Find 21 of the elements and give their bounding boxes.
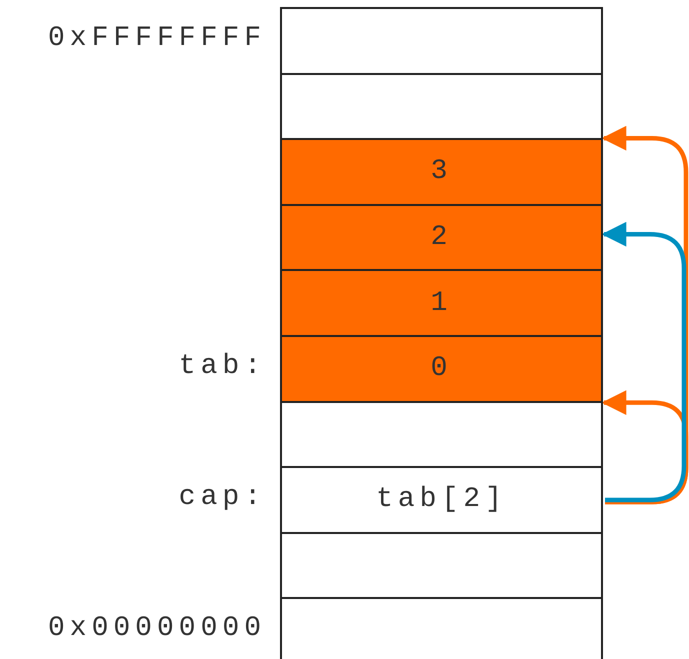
empty-memory-cell [280,7,603,75]
cell-value: 2 [430,222,452,254]
memory-cell [280,335,603,403]
cell-value: 3 [430,156,452,188]
address-label: tab: [178,350,266,382]
arrow [602,222,686,502]
cell-value: tab[2] [376,484,507,516]
empty-memory-cell [280,400,603,468]
address-label: 0xFFFFFFFF [48,22,266,54]
memory-cell [280,204,603,272]
address-label: cap: [178,482,266,513]
empty-memory-cell [280,532,603,600]
memory-cell [280,138,603,206]
empty-memory-cell [280,597,603,659]
address-label: 0x00000000 [48,613,266,644]
cell-value: 1 [430,288,452,319]
empty-memory-cell [280,72,603,140]
memory-cell [280,269,603,337]
cell-value: 0 [430,353,452,384]
memory-cell [280,466,603,534]
arrow [602,126,688,504]
